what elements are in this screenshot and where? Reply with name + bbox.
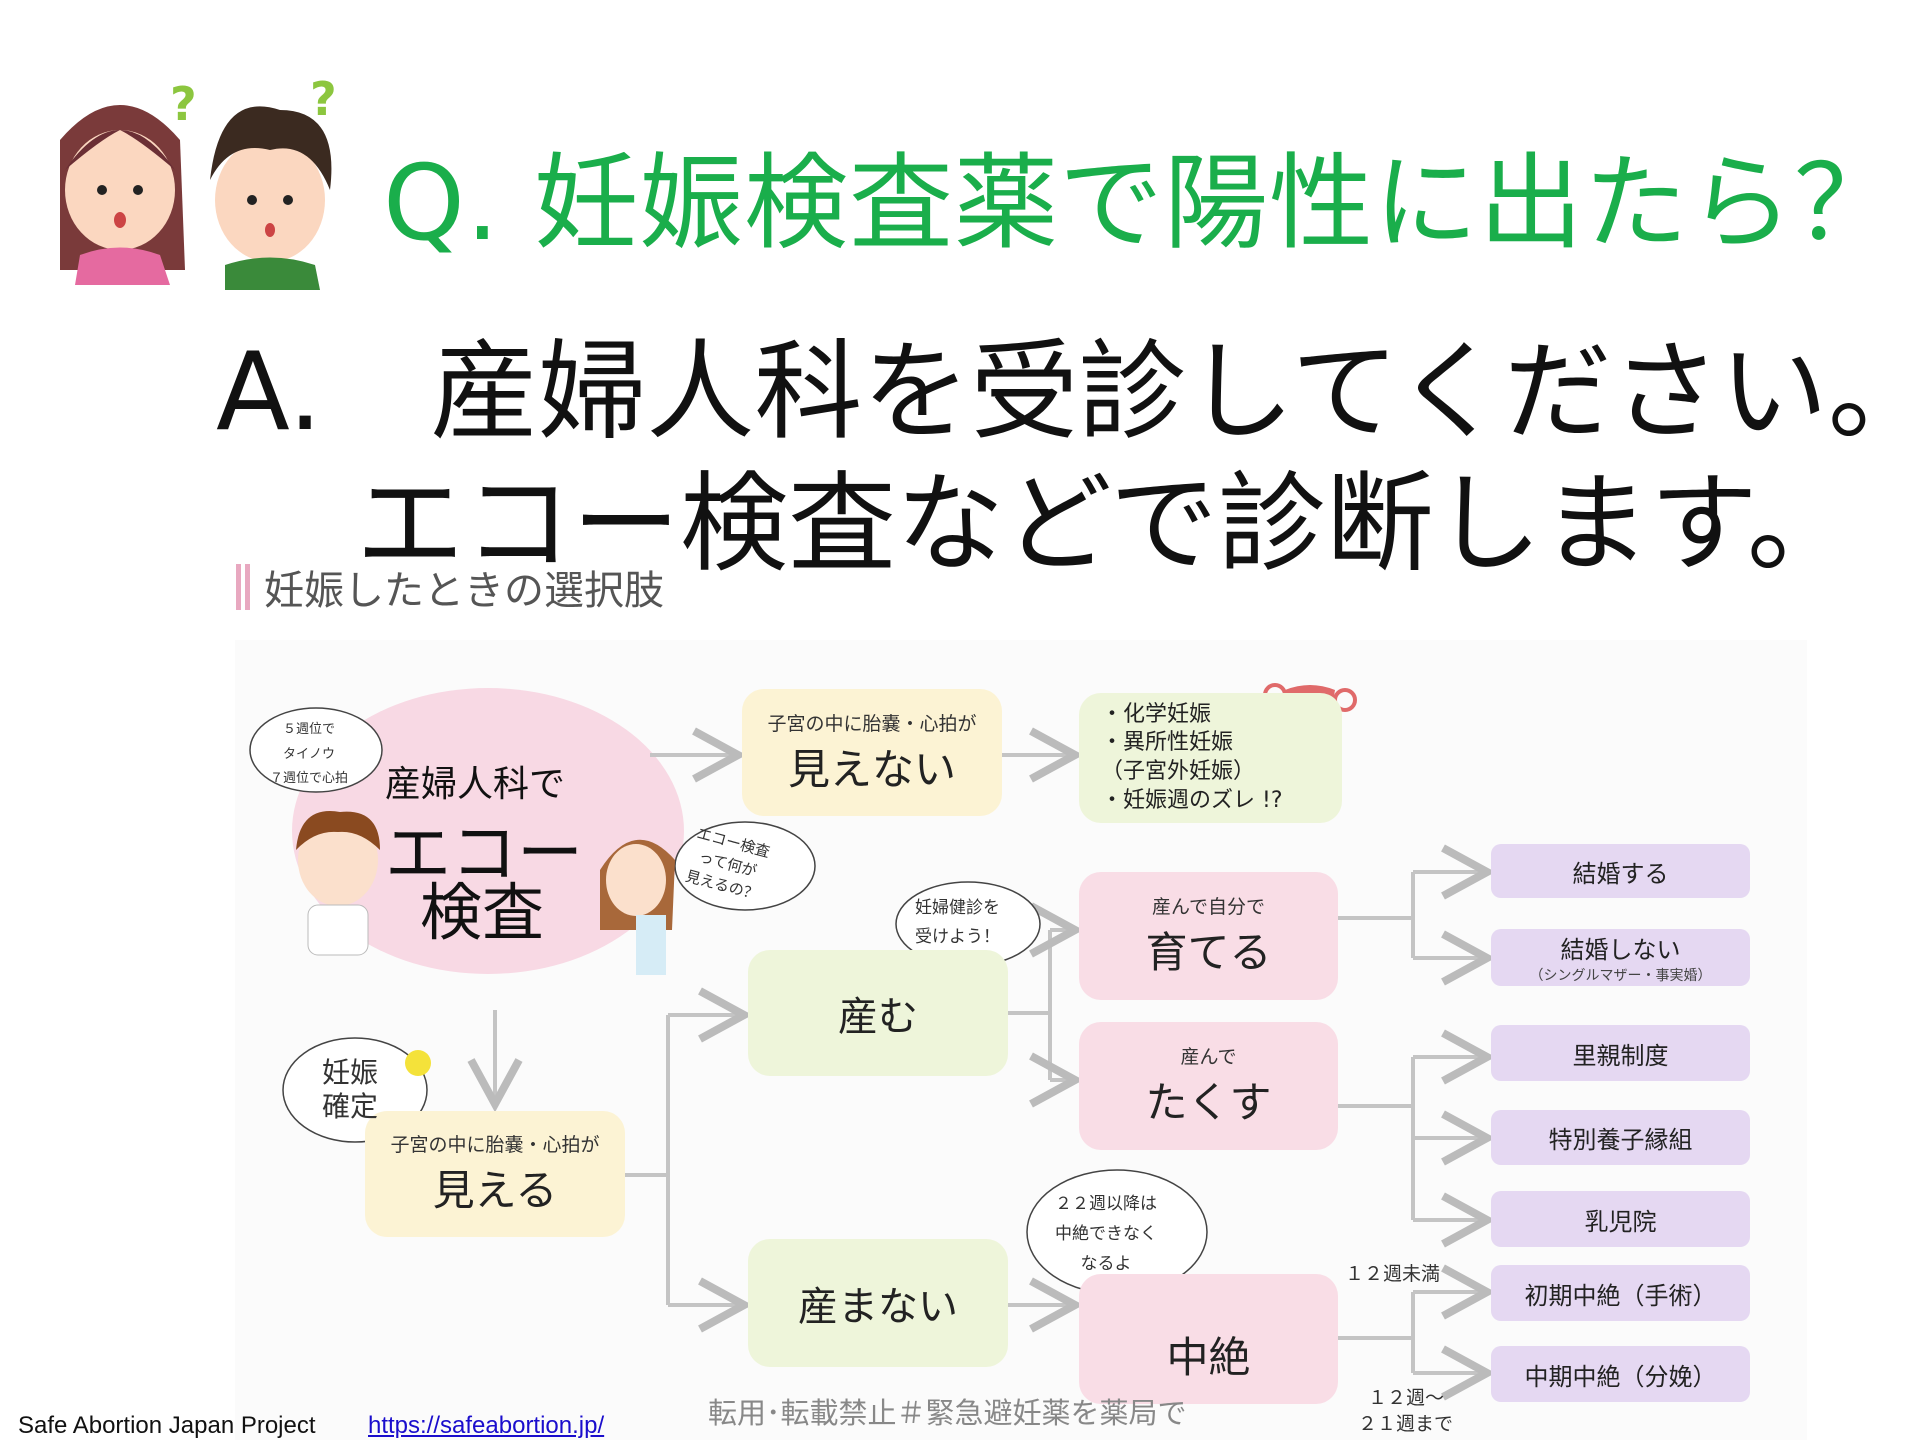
bubble-text: ２２週以降は bbox=[1055, 1194, 1157, 1214]
bubble-checkup: 妊婦健診を受けよう！ bbox=[915, 894, 1000, 952]
option-label: 結婚する bbox=[1572, 859, 1669, 888]
heading-accent-bar bbox=[245, 564, 250, 610]
option-label: 特別養子縁組 bbox=[1548, 1126, 1693, 1154]
bubble-text: 確定 bbox=[322, 1089, 379, 1123]
not-visible-main: 見えない bbox=[787, 744, 956, 794]
section-heading: 妊娠したときの選択肢 bbox=[236, 562, 664, 614]
entrust-sub: 産んで bbox=[1180, 1046, 1237, 1068]
option-label: 結婚しない bbox=[1560, 936, 1681, 964]
bubble-confirmed: 妊娠確定 bbox=[322, 1056, 378, 1123]
bubble-text: なるよ bbox=[1080, 1253, 1132, 1274]
option-label: 中期中絶（分娩） bbox=[1524, 1362, 1717, 1391]
entrust-box: 産んで たくす bbox=[1079, 1022, 1338, 1150]
option-infant-home: 乳児院 bbox=[1491, 1191, 1750, 1247]
21-weeks-label: ２１週まで bbox=[1358, 1413, 1454, 1435]
12-weeks-label: １２週〜 bbox=[1368, 1387, 1445, 1409]
center-label-3: 検査 bbox=[420, 876, 545, 949]
cause-item: ・化学妊娠 bbox=[1101, 701, 1212, 727]
entrust-main: たくす bbox=[1145, 1078, 1272, 1127]
option-mid-abortion: 中期中絶（分娩） bbox=[1491, 1346, 1750, 1402]
option-foster: 里親制度 bbox=[1491, 1025, 1750, 1081]
option-label: 里親制度 bbox=[1572, 1041, 1669, 1070]
cause-item: ・異所性妊娠 bbox=[1101, 730, 1234, 756]
give-birth-box: 産む bbox=[748, 950, 1008, 1076]
not-give-birth-label: 産まない bbox=[798, 1284, 958, 1330]
bubble-text: ５週位で bbox=[283, 722, 336, 737]
bubble-text: タイノウ bbox=[283, 746, 336, 762]
bubble-22-weeks: ２２週以降は中絶できなくなるよ bbox=[1055, 1190, 1157, 1279]
confused-couple-illustration: ? ? bbox=[60, 72, 337, 290]
lightbulb-icon bbox=[405, 1050, 431, 1076]
watermark-text: 転用･転載禁止＃緊急避妊薬を薬局で bbox=[708, 1396, 1187, 1430]
option-not-marry: 結婚しない （シングルマザー・事実婚） bbox=[1491, 929, 1750, 986]
option-marry: 結婚する bbox=[1491, 844, 1750, 898]
bubble-text: 妊婦健診を bbox=[915, 898, 1000, 918]
speech-bubble bbox=[249, 707, 383, 793]
not-visible-box: 子宮の中に胎嚢・心拍が 見えない bbox=[742, 689, 1002, 816]
bubble-text: 中絶できなく bbox=[1055, 1223, 1157, 1244]
answer-line-1: A. 産婦人科を受診してください。 bbox=[216, 330, 1920, 455]
cause-item: （子宮外妊娠） bbox=[1101, 759, 1256, 784]
svg-text:?: ? bbox=[170, 77, 197, 131]
bubble-text: 妊娠 bbox=[322, 1056, 379, 1089]
option-adoption: 特別養子縁組 bbox=[1491, 1110, 1750, 1165]
raise-main: 育てる bbox=[1145, 928, 1272, 977]
bubble-text: ７週位で心拍 bbox=[270, 771, 349, 787]
girl-illustration bbox=[600, 839, 675, 975]
abortion-box: 中絶 bbox=[1079, 1274, 1338, 1404]
question-title: Q. 妊娠検査薬で陽性に出たら？ bbox=[383, 142, 1899, 264]
man-character bbox=[210, 106, 332, 290]
answer-line-2: エコー検査などで診断します。 bbox=[356, 462, 1856, 587]
svg-text:?: ? bbox=[310, 72, 337, 126]
woman-character bbox=[60, 105, 185, 285]
bubble-text: 受けよう！ bbox=[915, 926, 1000, 947]
raise-box: 産んで自分で 育てる bbox=[1079, 872, 1338, 1000]
visible-main: 見える bbox=[432, 1166, 558, 1215]
bubble-weeks: ５週位でタイノウ ７週位で心拍 bbox=[270, 718, 348, 792]
center-label-2: エコー bbox=[385, 815, 583, 892]
option-label: 乳児院 bbox=[1584, 1207, 1657, 1236]
option-early-abortion: 初期中絶（手術） bbox=[1491, 1265, 1750, 1321]
center-label-1: 産婦人科で bbox=[385, 764, 566, 805]
section-heading-text: 妊娠したときの選択肢 bbox=[264, 568, 664, 614]
causes-box: ・化学妊娠 ・異所性妊娠 （子宮外妊娠） ・妊娠週のズレ !? bbox=[1079, 693, 1342, 823]
option-sublabel: （シングルマザー・事実婚） bbox=[1529, 968, 1712, 984]
not-give-birth-box: 産まない bbox=[748, 1239, 1008, 1367]
abortion-label: 中絶 bbox=[1166, 1332, 1251, 1382]
give-birth-label: 産む bbox=[838, 994, 918, 1040]
raise-sub: 産んで自分で bbox=[1151, 896, 1266, 918]
cause-item: ・妊娠週のズレ !? bbox=[1101, 787, 1283, 813]
visible-sub: 子宮の中に胎嚢・心拍が bbox=[390, 1134, 600, 1156]
heading-accent-bar bbox=[236, 564, 241, 610]
option-label: 初期中絶（手術） bbox=[1524, 1281, 1717, 1310]
visible-box: 子宮の中に胎嚢・心拍が 見える bbox=[365, 1111, 625, 1237]
footer-org: Safe Abortion Japan Project bbox=[18, 1412, 316, 1439]
footer-link[interactable]: https://safeabortion.jp/ bbox=[368, 1412, 605, 1439]
not-visible-sub: 子宮の中に胎嚢・心拍が bbox=[767, 712, 977, 735]
boy-illustration bbox=[296, 811, 380, 956]
speech-bubble bbox=[674, 821, 816, 911]
exam-circle bbox=[292, 688, 684, 974]
under-12-weeks-label: １２週未満 bbox=[1345, 1263, 1441, 1285]
